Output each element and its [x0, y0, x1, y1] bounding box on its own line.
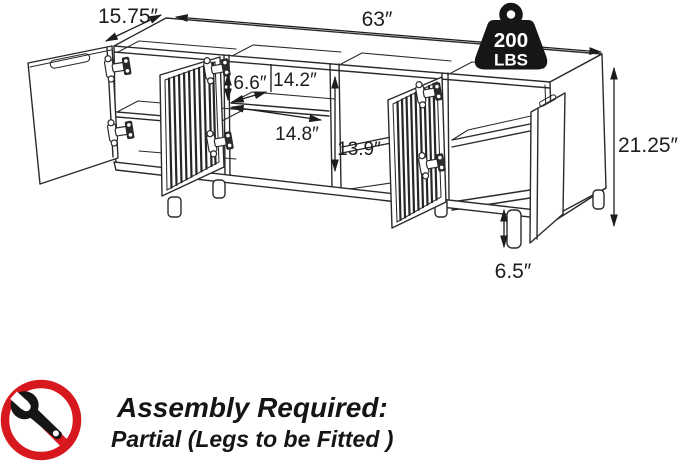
weight-unit: LBS — [494, 51, 528, 70]
dimension-shelf-width-top-label: 14.2″ — [273, 70, 317, 91]
dimension-annotations: 63″ 15.75″ 21.25″ 6.5″ 6.6″ 14.2″ 14.8″ … — [98, 5, 679, 283]
cabinet-door-right — [529, 92, 566, 244]
dimension-shelf-width-bottom-arrow — [230, 104, 323, 123]
dimension-width-label: 63″ — [362, 8, 393, 31]
assembly-note: Assembly Required: Partial (Legs to be F… — [0, 379, 393, 461]
dimension-height-label: 21.25″ — [618, 134, 679, 157]
cabinet-door-left — [27, 45, 119, 185]
hinge-icon — [105, 115, 137, 148]
dimension-leg-height-label: 6.5″ — [495, 260, 532, 283]
weight-body — [474, 20, 548, 70]
dimension-upper-shelf-label: 6.6″ — [233, 73, 266, 94]
dimension-shelf-width-bottom-label: 14.8″ — [275, 124, 319, 145]
cabinet-leg — [592, 189, 605, 210]
cabinet-leg — [167, 196, 182, 218]
weight-value: 200 — [494, 29, 528, 52]
assembly-subtitle: Partial (Legs to be Fitted ) — [111, 426, 393, 452]
dimension-shelf-width-top-arrow — [230, 91, 268, 103]
door-handle-groove — [49, 53, 91, 69]
cabinet-leg-front-right — [506, 209, 522, 249]
hinge-icon — [102, 51, 134, 84]
dimension-depth-label: 15.75″ — [98, 5, 159, 28]
dimension-depth-arrow — [104, 14, 163, 42]
cabinet-shelf — [230, 91, 336, 117]
cabinet-door-slatted-right — [387, 76, 447, 229]
cabinet-door-slatted-left — [159, 56, 225, 197]
assembly-title: Assembly Required: — [116, 392, 388, 423]
door-handle-groove — [539, 94, 557, 107]
wrench-icon — [10, 391, 62, 440]
cabinet-shelf — [451, 115, 532, 211]
weight-capacity-icon: 200 LBS — [474, 2, 548, 70]
cabinet-leg — [212, 179, 226, 199]
prohibition-ring — [0, 379, 82, 461]
no-tools-icon — [0, 379, 82, 461]
dimension-compartment-height-label: 13.9″ — [337, 139, 381, 160]
